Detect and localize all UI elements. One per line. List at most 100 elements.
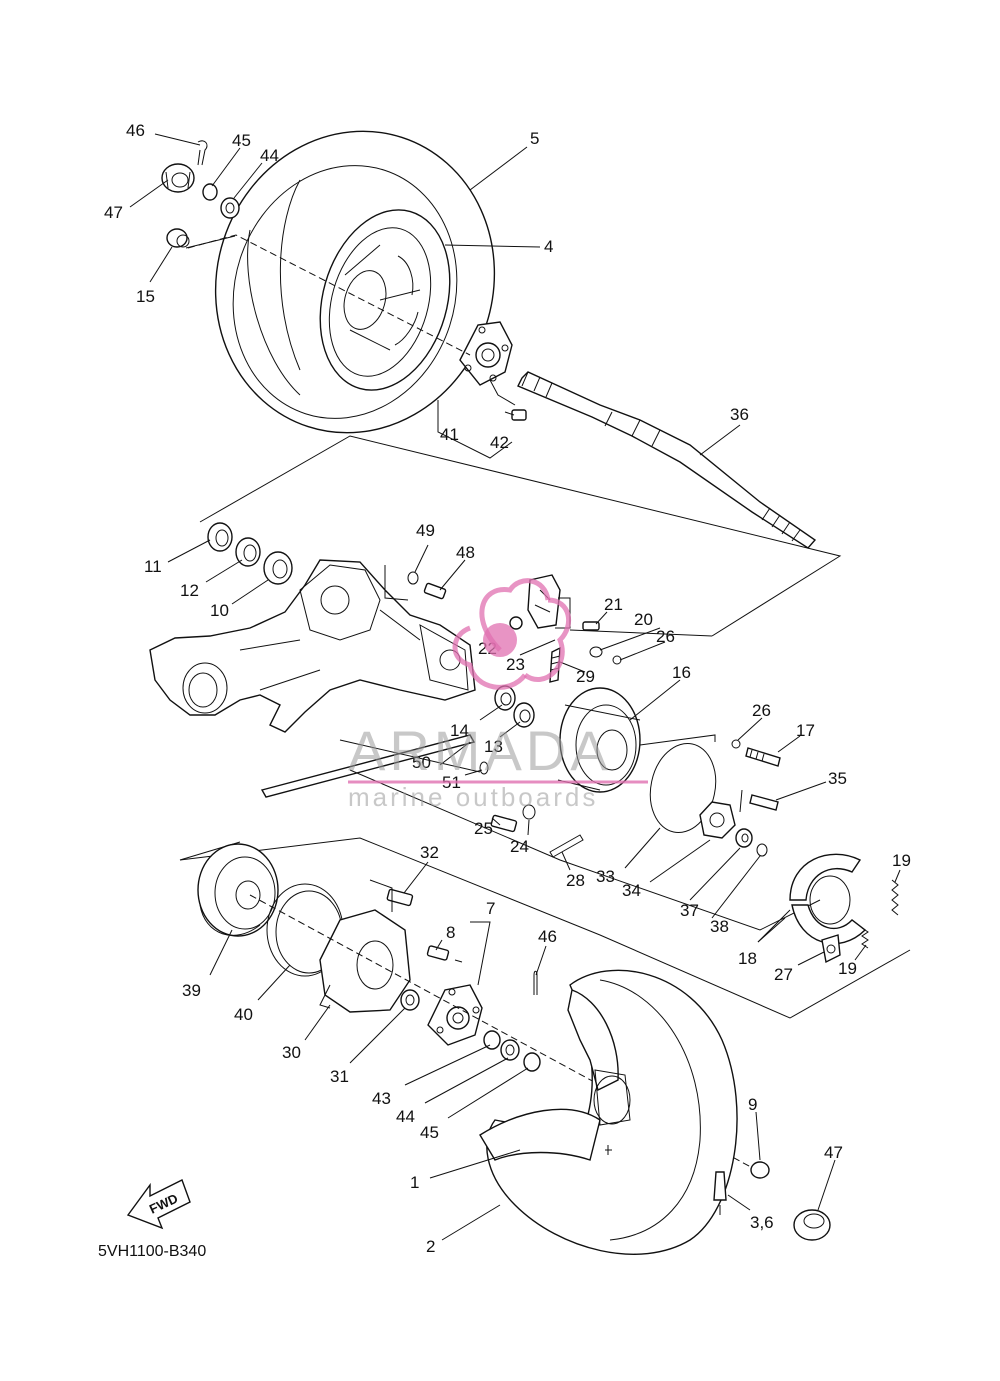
callout-43: 43	[372, 1089, 391, 1108]
callout-23: 23	[506, 655, 525, 674]
clip-51	[479, 761, 489, 775]
callout-44b: 44	[396, 1107, 415, 1126]
callout-26a: 26	[656, 627, 675, 646]
washer-31	[400, 989, 420, 1011]
o-ring-26b	[731, 739, 741, 749]
plate-27	[821, 934, 841, 964]
callout-1: 1	[410, 1173, 419, 1192]
stud-bolt-42	[489, 379, 527, 421]
callout-15: 15	[136, 287, 155, 306]
washer-45a	[202, 183, 218, 201]
hub-cap-47b	[793, 1209, 831, 1241]
callout-12: 12	[180, 581, 199, 600]
brake-drum-30	[319, 909, 411, 1013]
oil-seal-12	[235, 537, 261, 567]
callout-45a: 45	[232, 131, 251, 150]
lower-frame-lines	[179, 837, 911, 1019]
callout-26b: 26	[752, 701, 771, 720]
callout-28: 28	[566, 871, 585, 890]
callout-31: 31	[330, 1067, 349, 1086]
pin-50	[260, 734, 481, 798]
callout-leaders	[129, 133, 901, 1241]
callout-46a: 46	[126, 121, 145, 140]
callout-29: 29	[576, 667, 595, 686]
callout-11: 11	[144, 557, 162, 576]
callout-36: 36	[730, 405, 749, 424]
bolt-35	[749, 794, 779, 811]
callout-27: 27	[774, 965, 793, 984]
watermark-brand: ARMADA	[348, 719, 612, 782]
wheel-rim-lower	[479, 989, 631, 1161]
cotter-pin-46a	[197, 140, 208, 166]
callout-19a: 19	[892, 851, 911, 870]
watermark-tagline: marine outboards	[348, 782, 598, 812]
callout-35: 35	[828, 769, 847, 788]
callout-47b: 47	[824, 1143, 843, 1162]
bearing-10	[263, 551, 293, 585]
castle-nut-45b	[523, 1052, 541, 1072]
brake-shoes-18	[789, 853, 867, 945]
callout-40: 40	[234, 1005, 253, 1024]
bolt-48	[423, 582, 447, 600]
fwd-arrow-icon: FWD	[126, 1179, 191, 1230]
callout-24: 24	[510, 837, 529, 856]
callout-8: 8	[446, 923, 455, 942]
bolt-32	[369, 879, 414, 912]
brake-backing-plate-16	[557, 687, 641, 793]
callout-16: 16	[672, 663, 691, 682]
callout-44a: 44	[260, 146, 279, 165]
bearing-13	[513, 702, 535, 728]
collar-15	[166, 228, 190, 248]
callout-14: 14	[450, 721, 469, 740]
washer-44a	[220, 197, 240, 219]
callout-5: 5	[530, 129, 539, 148]
assembly-frame-lines	[199, 435, 842, 637]
washer-44b	[500, 1039, 520, 1061]
bolt-8	[426, 945, 450, 961]
nut-9	[750, 1161, 770, 1179]
o-ring-33	[649, 742, 717, 834]
callout-39: 39	[182, 981, 201, 1000]
callout-3-6: 3,6	[750, 1213, 774, 1232]
washer-37	[735, 828, 753, 848]
valve-3-6	[713, 1171, 727, 1215]
callout-34: 34	[622, 881, 641, 900]
callout-21: 21	[604, 595, 623, 614]
callout-41: 41	[440, 425, 459, 444]
wheel-rim-upper	[319, 209, 451, 391]
diagram-code: 5VH1100-B340	[98, 1243, 206, 1260]
callout-32: 32	[420, 843, 439, 862]
castle-nut-47a	[161, 163, 195, 193]
callout-38: 38	[710, 917, 729, 936]
callout-48: 48	[456, 543, 475, 562]
collar-43	[483, 1030, 501, 1050]
callout-47a: 47	[104, 203, 123, 222]
callout-10: 10	[210, 601, 229, 620]
oil-seal-11	[207, 522, 233, 552]
callout-49: 49	[416, 521, 435, 540]
spring-19a	[891, 879, 899, 916]
plate-34	[699, 801, 736, 839]
callout-30: 30	[282, 1043, 301, 1062]
callout-13: 13	[484, 737, 503, 756]
brake-drum-39	[197, 843, 279, 937]
callout-2: 2	[426, 1237, 435, 1256]
callout-19b: 19	[838, 959, 857, 978]
callout-33: 33	[596, 867, 615, 886]
washer-24	[522, 804, 536, 820]
o-ring-49	[407, 571, 419, 585]
watermark: ARMADA marine outboards	[348, 578, 648, 812]
swing-arm-housing	[149, 559, 476, 733]
callout-7: 7	[486, 899, 495, 918]
hub-lower-7	[427, 921, 491, 1046]
callout-50: 50	[412, 753, 431, 772]
rear-axle-shaft	[517, 371, 817, 549]
callout-20: 20	[634, 610, 653, 629]
watermark-logo-icon	[452, 578, 571, 690]
cotter-pin-46b	[533, 970, 538, 995]
callout-25: 25	[474, 819, 493, 838]
spring-19b	[861, 927, 869, 949]
callout-45b: 45	[420, 1123, 439, 1142]
o-ring-38	[756, 843, 768, 857]
